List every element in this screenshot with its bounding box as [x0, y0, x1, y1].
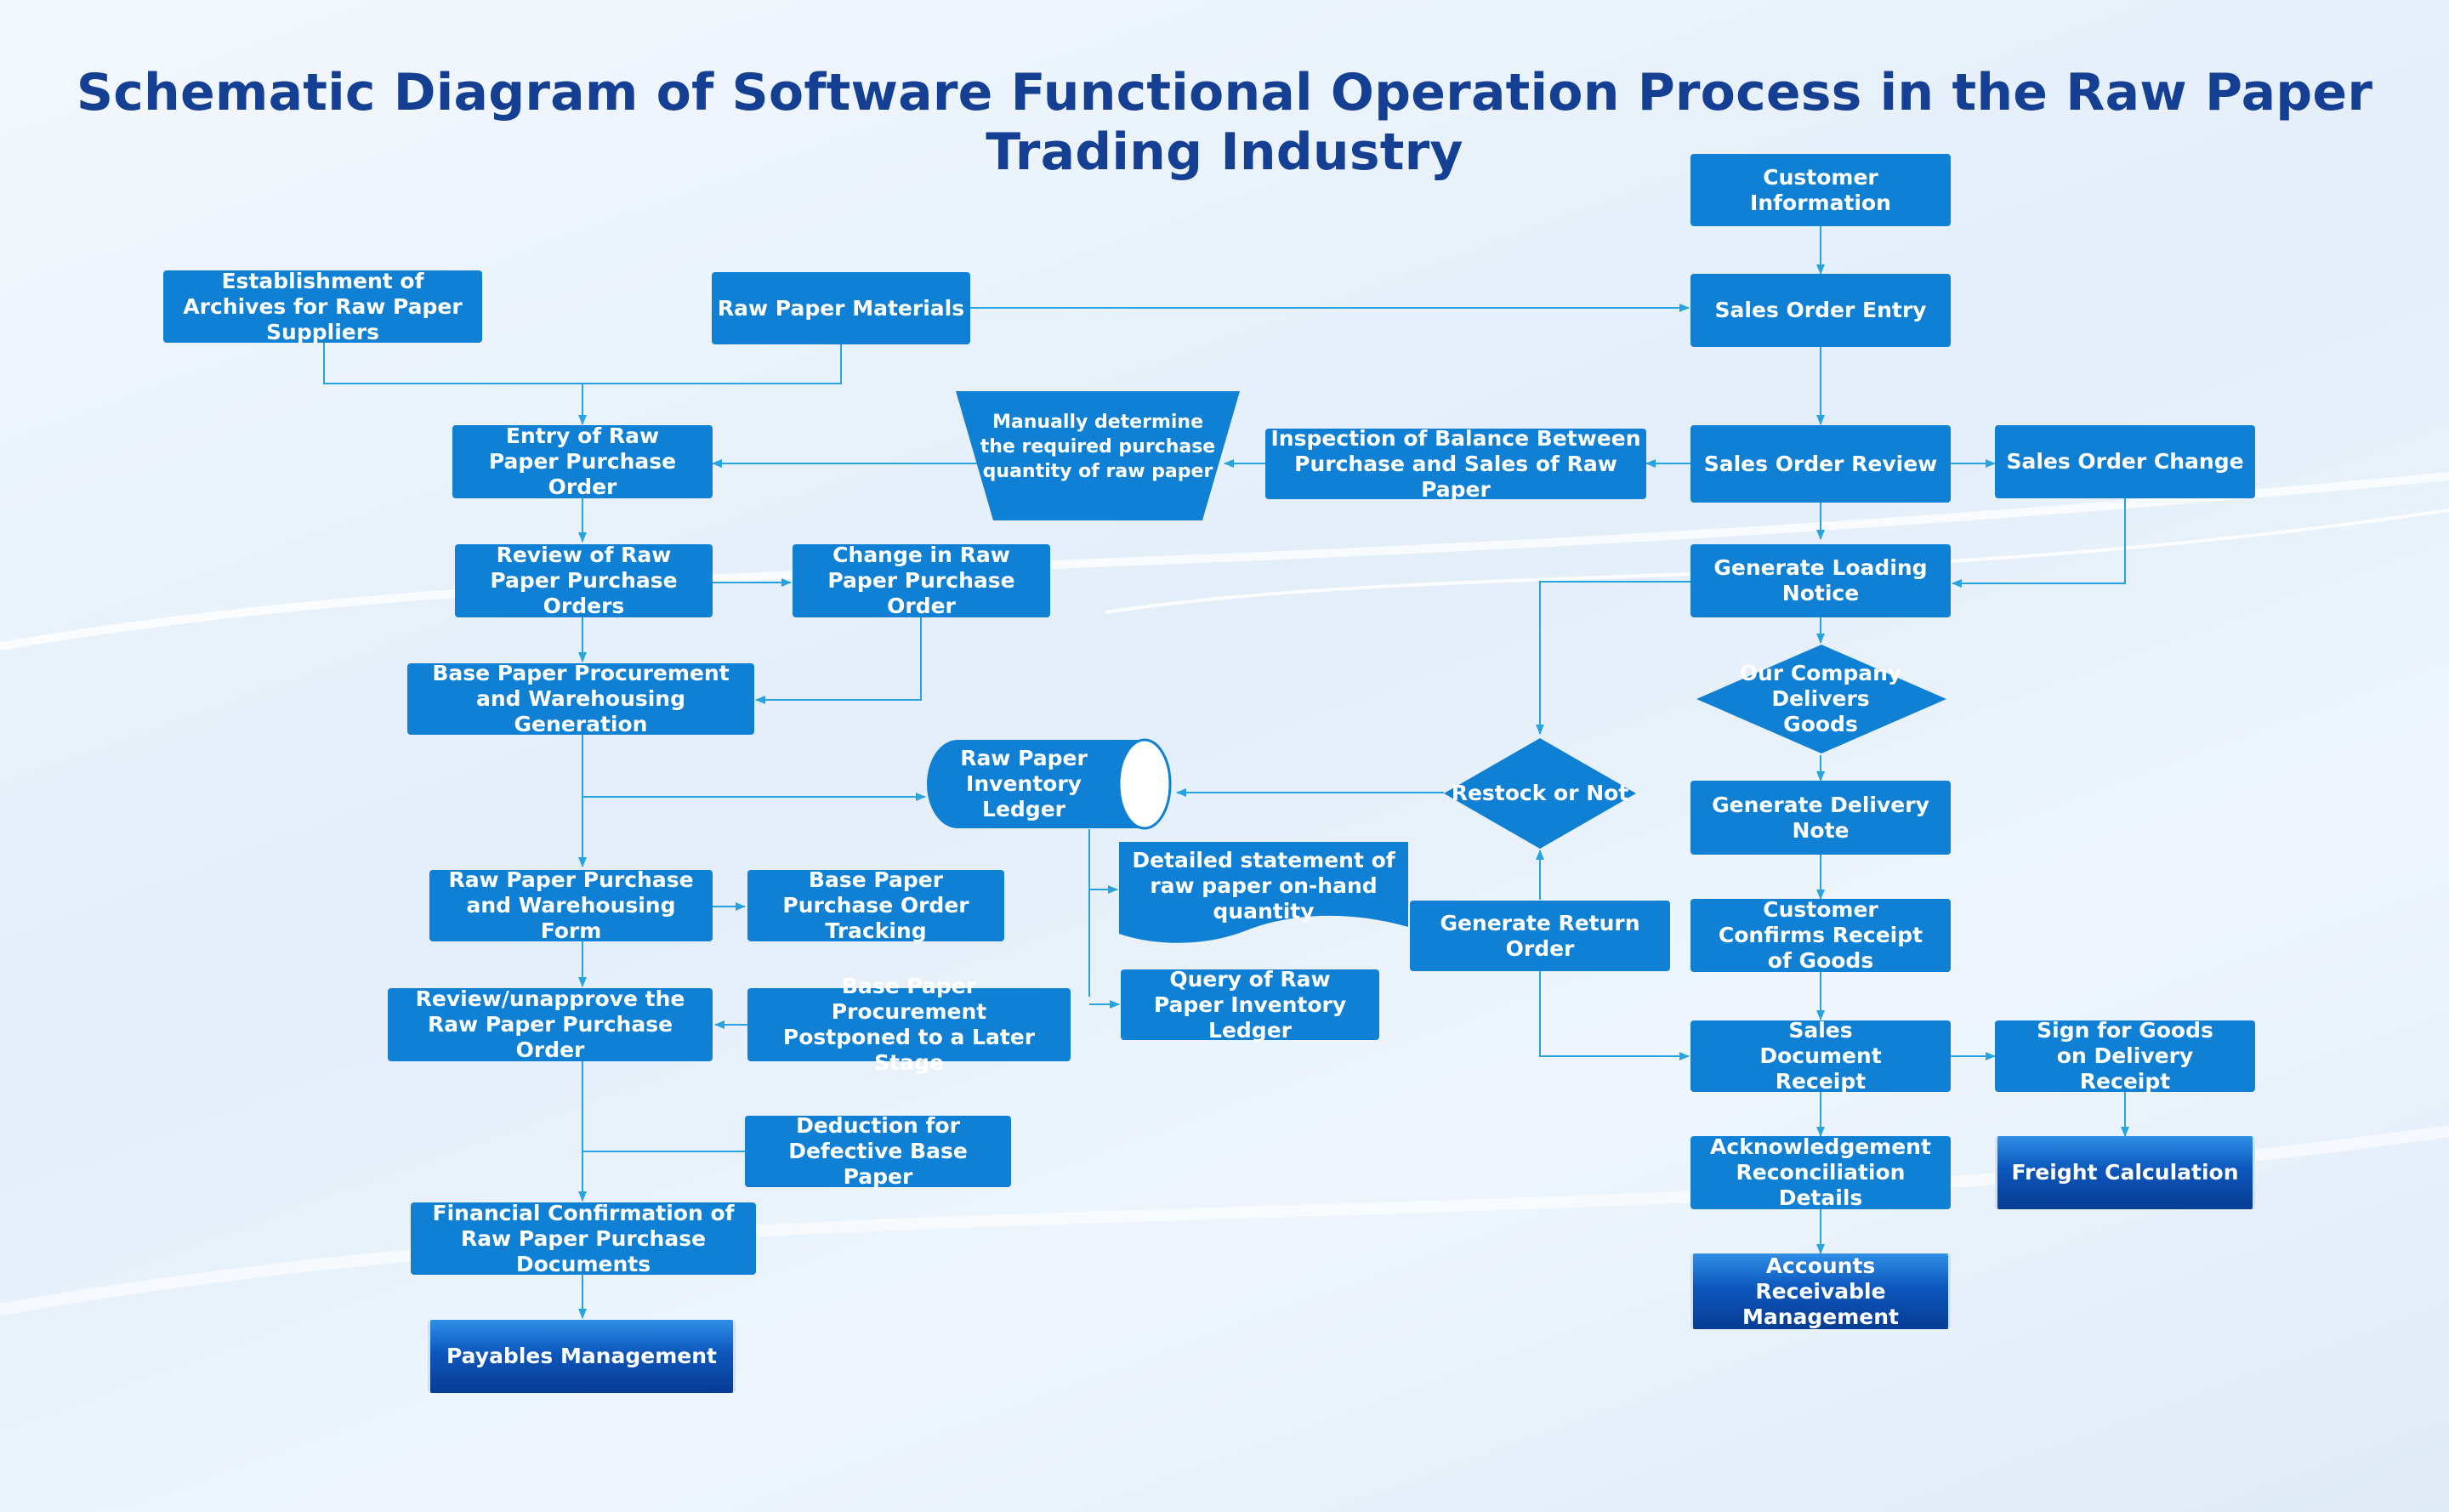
node-accounts-receivable[interactable]: Accounts Receivable Management [1690, 1253, 1951, 1329]
node-our-company-delivers-goods-label: Our Company Delivers Goods [1739, 661, 1902, 736]
node-purchase-order-tracking[interactable]: Base Paper Purchase Order Tracking [747, 867, 1004, 943]
node-sales-order-change[interactable]: Sales Order Change [1995, 425, 2255, 498]
node-entry-purchase-order[interactable]: Entry of Raw Paper Purchase Order [452, 423, 713, 499]
node-sales-order-entry[interactable]: Sales Order Entry [1690, 274, 1951, 347]
node-review-purchase-orders[interactable]: Review of Raw Paper Purchase Orders [455, 543, 713, 618]
node-financial-confirmation[interactable]: Financial Confirmation of Raw Paper Purc… [411, 1201, 756, 1276]
node-generate-return-order[interactable]: Generate Return Order [1410, 901, 1670, 971]
node-our-company-delivers-goods-diamond[interactable] [1695, 643, 1948, 755]
node-inspection-balance[interactable]: Inspection of Balance Between Purchase a… [1265, 426, 1646, 502]
node-customer-confirms-receipt[interactable]: Customer Confirms Receipt of Goods [1690, 897, 1951, 973]
node-restock-or-not-label: Restock or Not [1451, 781, 1629, 805]
node-freight-calculation[interactable]: Freight Calculation [1995, 1136, 2255, 1209]
node-acknowledgement-reconciliation[interactable]: Acknowledgement Reconciliation Details [1690, 1134, 1951, 1210]
node-generate-loading-notice[interactable]: Generate Loading Notice [1690, 544, 1951, 617]
page-title: Schematic Diagram of Software Functional… [76, 63, 2373, 182]
node-deduction-defective[interactable]: Deduction for Defective Base Paper [745, 1113, 1011, 1189]
node-purchase-warehousing-form[interactable]: Raw Paper Purchase and Warehousing Form [429, 867, 713, 943]
edge-return-to-receipt [1539, 971, 1690, 1060]
node-query-inventory-ledger[interactable]: Query of Raw Paper Inventory Ledger [1121, 967, 1379, 1043]
node-manually-determine-label: Manually determine the required purchase… [980, 411, 1216, 482]
node-customer-information[interactable]: Customer Information [1690, 154, 1951, 226]
node-procurement-postponed[interactable]: Base Paper Procurement Postponed to a La… [747, 974, 1071, 1075]
node-change-purchase-order[interactable]: Change in Raw Paper Purchase Order [793, 543, 1050, 618]
node-sales-document-receipt[interactable]: Sales Document Receipt [1690, 1018, 1951, 1094]
node-payables-management[interactable]: Payables Management [428, 1320, 736, 1393]
node-procurement-warehousing-generation[interactable]: Base Paper Procurement and Warehousing G… [407, 661, 754, 736]
node-restock-or-not-diamond[interactable] [1442, 736, 1638, 850]
edge-loading-to-restock [1536, 581, 1690, 735]
edge-change-po-to-generation [755, 617, 922, 704]
node-inventory-ledger-label: Raw Paper Inventory Ledger [960, 746, 1088, 821]
node-raw-paper-materials[interactable]: Raw Paper Materials [712, 272, 970, 344]
node-detailed-statement-label: Detailed statement of raw paper on-hand … [1132, 848, 1395, 924]
node-establishment-archives[interactable]: Establishment of Archives for Raw Paper … [163, 269, 482, 344]
node-inventory-ledger-cylinder[interactable] [925, 738, 1173, 830]
edge-archives-to-join [323, 343, 842, 384]
node-sales-order-review[interactable]: Sales Order Review [1690, 425, 1951, 503]
node-generate-delivery-note[interactable]: Generate Delivery Note [1690, 781, 1951, 855]
edge-change-to-loading [1952, 498, 2126, 588]
node-manually-determine-trapezoid[interactable] [956, 391, 1240, 520]
node-review-unapprove[interactable]: Review/unapprove the Raw Paper Purchase … [388, 986, 713, 1062]
node-detailed-statement-document[interactable] [1119, 842, 1408, 951]
node-sign-for-goods[interactable]: Sign for Goods on Delivery Receipt [1995, 1018, 2255, 1094]
